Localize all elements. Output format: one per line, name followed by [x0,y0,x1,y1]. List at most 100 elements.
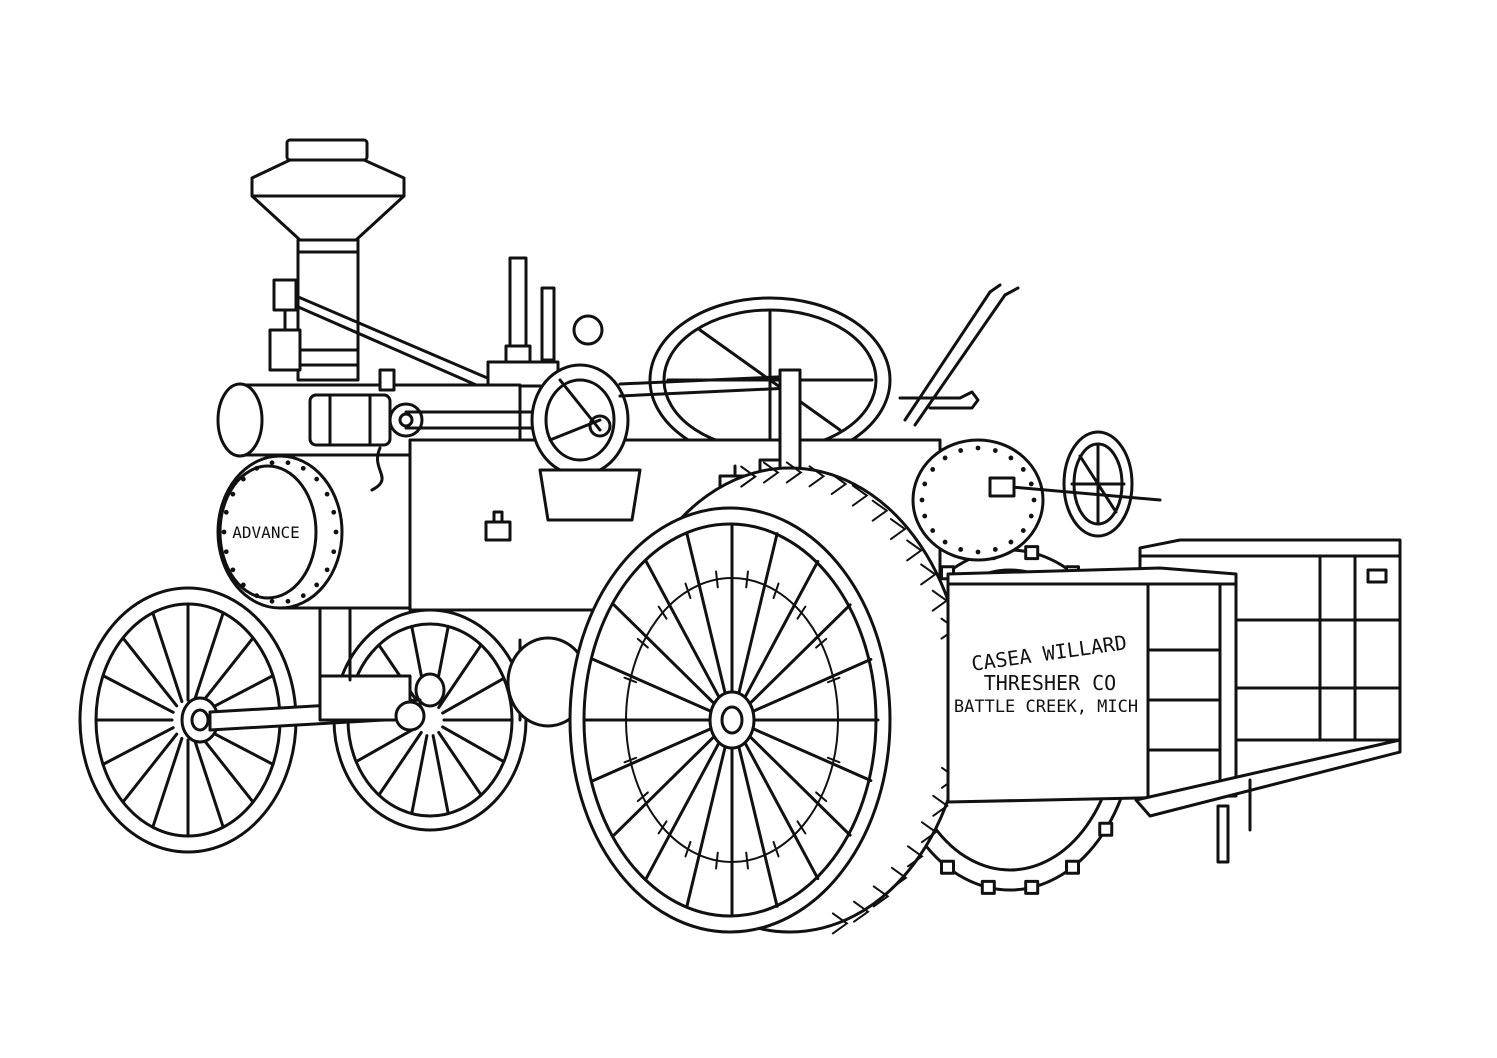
rivet [223,549,229,555]
tread-lug [740,465,757,488]
wheel-spoke [737,532,779,695]
wheel-spoke [441,725,506,764]
wheel-spoke [101,726,175,766]
rivet [254,465,260,471]
rivet [975,549,981,555]
wheel-spoke [737,745,779,908]
rivet [919,497,925,503]
wheel-spoke [441,676,506,715]
rivet [314,476,320,482]
wheel-spoke [197,732,255,804]
wheel-spoke [591,657,713,713]
rivet [324,567,330,573]
wheel-spoke [685,745,727,908]
rivet [240,476,246,482]
wheel-spoke [192,736,225,829]
front-axle [208,606,590,732]
rivet [285,598,291,604]
rivet [922,513,928,519]
wheel-spoke [751,727,873,783]
rivet [1008,539,1014,545]
rivet [331,509,337,515]
rivet [1008,455,1014,461]
wheel-spoke [644,559,721,699]
rear-near-drive-wheel [568,461,967,935]
rivet [300,465,306,471]
rivet [230,567,236,573]
rivet [1031,497,1037,503]
rivet [223,509,229,515]
safety-valves [486,256,604,388]
wheel-spoke [751,657,873,713]
wheel-spoke [431,734,450,816]
rivet [314,582,320,588]
rivet [992,448,998,453]
rivet [221,529,227,535]
rivet [230,491,236,497]
tread-lug [785,461,803,484]
tread-lug [831,912,849,935]
wheel-spoke [612,603,716,706]
wheel-spoke [748,603,852,706]
rivet [958,448,964,453]
rivet [331,549,337,555]
wheel-spoke [591,727,713,783]
wheel-spoke [121,636,179,708]
tread-lug [980,879,996,895]
rivet [240,582,246,588]
rivet [300,593,306,599]
tank-lettering-line2: THRESHER CO [984,671,1116,695]
tread-lug [871,499,889,522]
tread-lug [906,539,923,562]
rivet [975,445,981,451]
tread-lug [1098,821,1114,837]
wheel-spoke [437,731,483,797]
tread-lug [851,484,869,507]
rivet [1028,481,1034,487]
tread-lug [920,821,938,844]
tread-lug [1065,859,1080,875]
rivet [269,460,275,466]
wheel-spoke [410,734,429,816]
rivet [333,529,339,535]
wheel-spoke [101,674,175,714]
wheel-spoke [743,559,820,699]
tread-lug [940,859,955,875]
tread-lug [920,563,937,586]
wheel-spoke [644,741,721,881]
wheel-spoke [197,636,255,708]
front-water-tank: CASEA WILLARD THRESHER CO BATTLE CREEK, … [946,566,1238,804]
governor-pulley [530,363,802,522]
rivet [992,547,998,552]
wheel-spoke [748,734,852,837]
tread-lug [932,794,949,817]
tread-lug [1024,879,1040,895]
boiler-nameplate: ADVANCE [232,523,299,542]
rivet [930,467,936,472]
tread-lug [890,866,908,889]
tread-lug [872,885,890,908]
tread-lug [830,473,848,496]
wheel-spoke [151,736,184,829]
rivet [1020,467,1026,472]
wheel-spoke [192,611,225,704]
tread-lug [1024,545,1040,561]
control-levers [898,283,1020,427]
rivet [922,481,928,487]
tread-lug [889,518,907,541]
rivet [269,598,275,604]
wheel-spoke [437,643,483,709]
rivet [942,539,948,545]
rear-platform [1134,738,1402,864]
wheel-spoke [612,734,716,837]
steam-cylinder [308,368,602,492]
rivet [1028,513,1034,519]
wheel-spoke [743,741,820,881]
tread-lug [808,465,826,488]
rivet [942,455,948,461]
wheel-spoke [151,611,184,704]
wheel-spoke [685,532,727,695]
wheel-spoke [121,732,179,804]
rivet [254,593,260,599]
